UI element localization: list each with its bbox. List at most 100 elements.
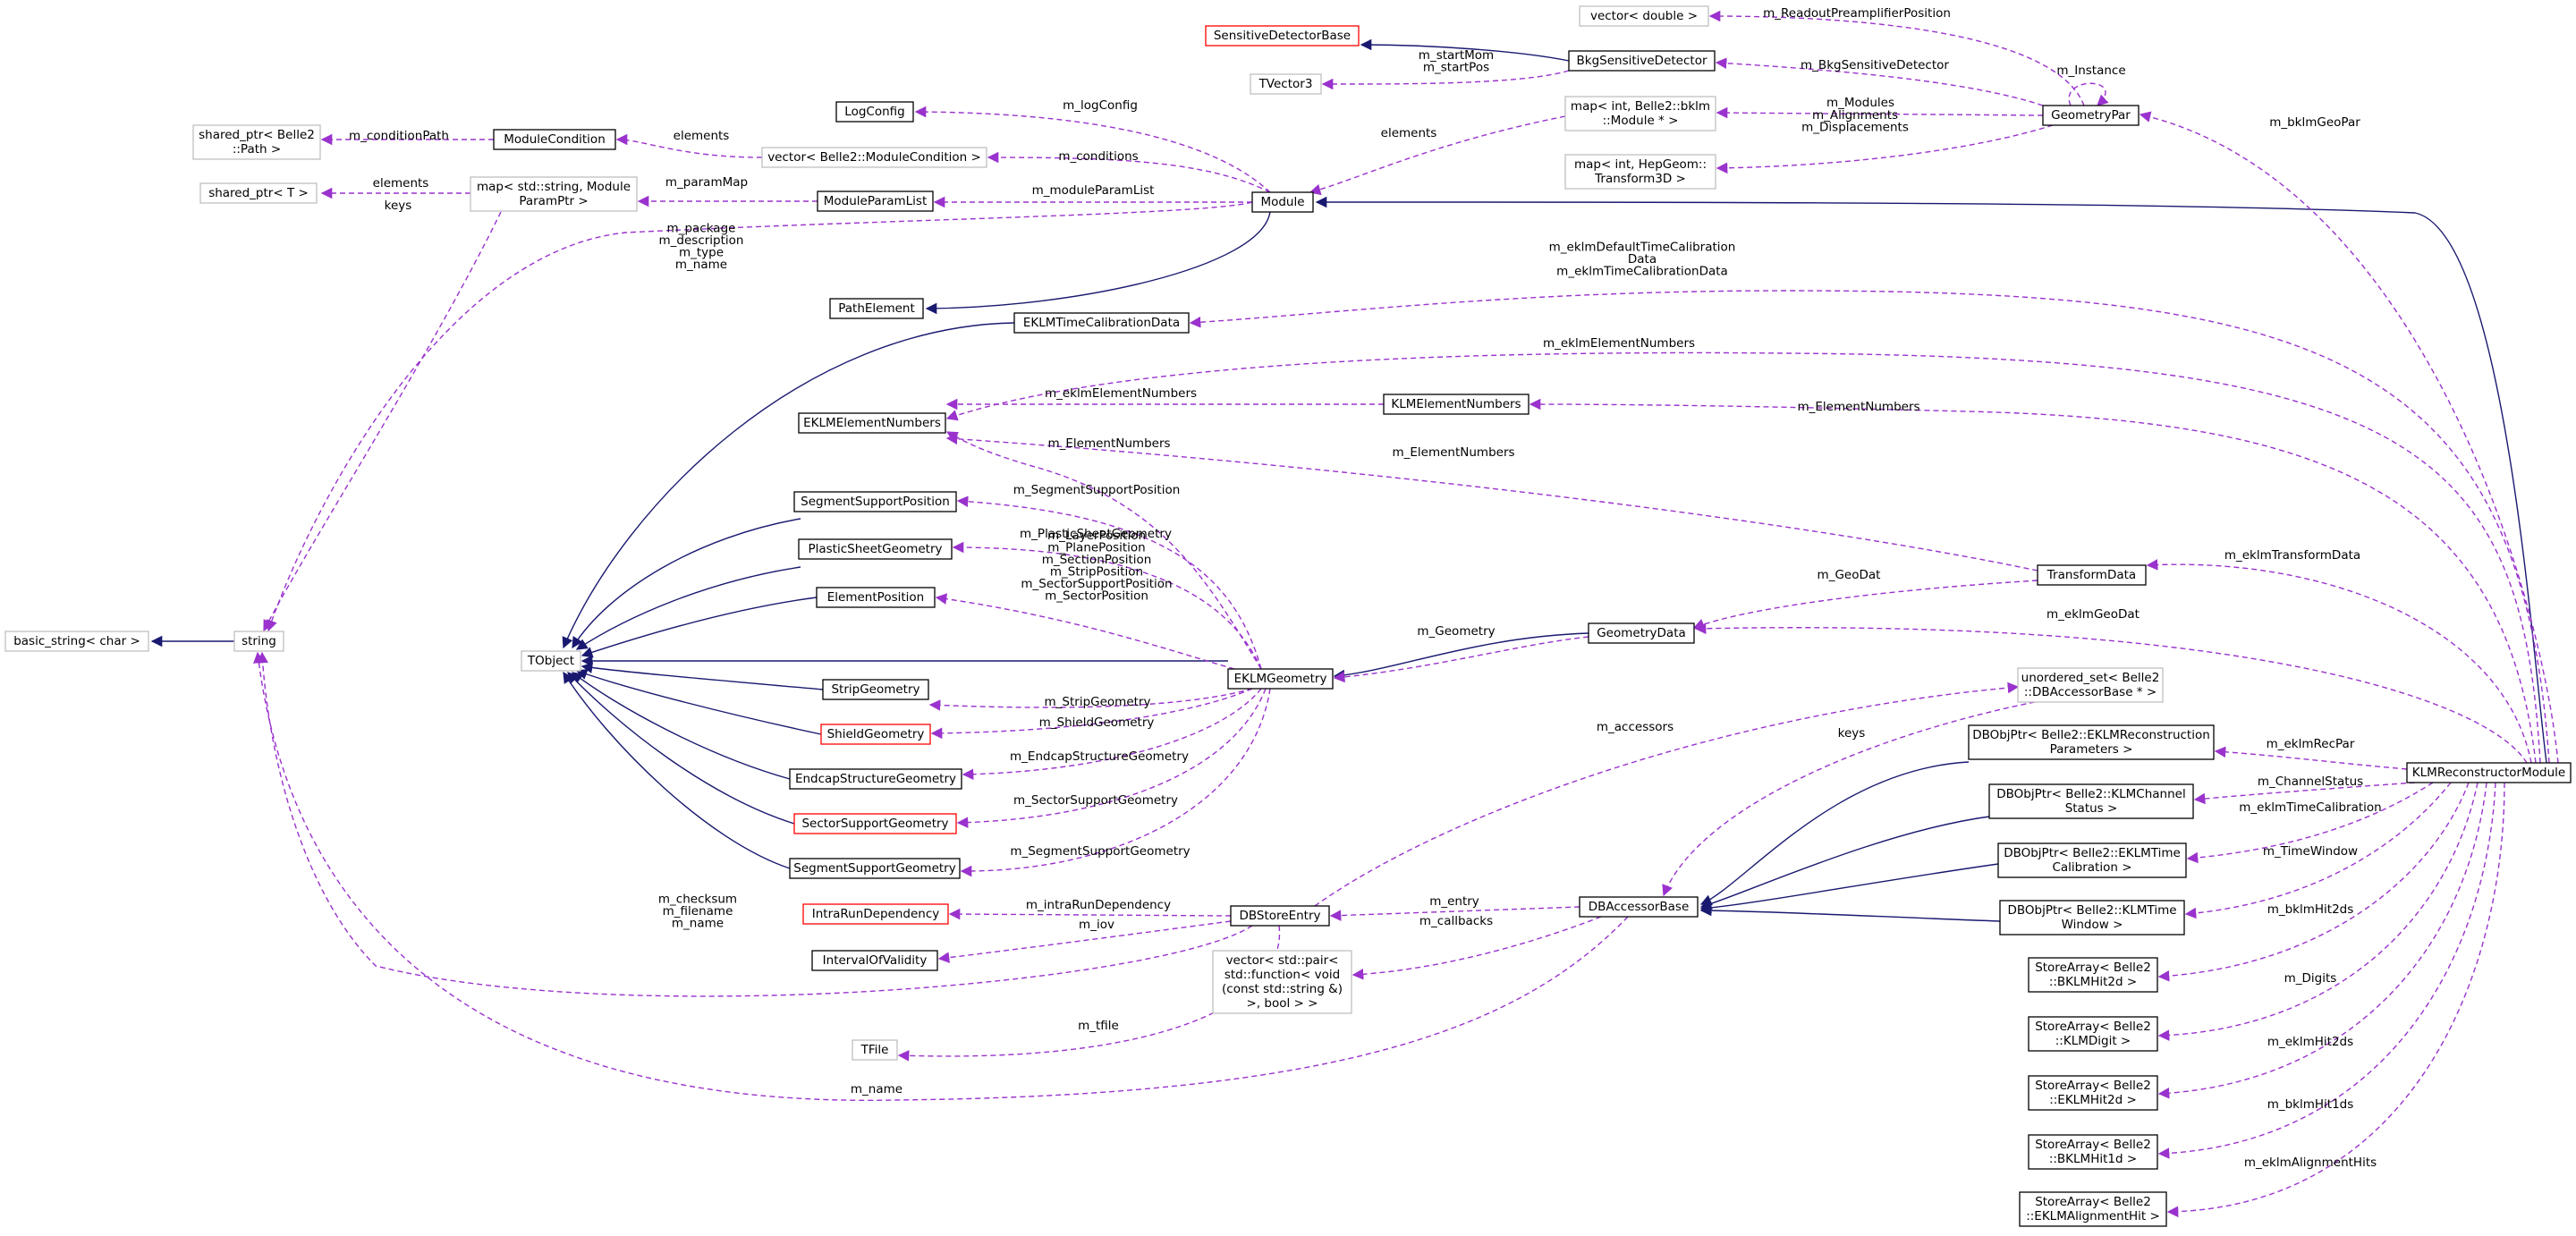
node-klm-reconstructor-module[interactable]: KLMReconstructorModule — [2406, 762, 2572, 783]
node-box[interactable] — [789, 858, 961, 879]
node-sector-support-geometry[interactable]: SectorSupportGeometry — [793, 813, 957, 834]
node-sensitive-detector-base[interactable]: SensitiveDetectorBase — [1205, 25, 1360, 47]
node-box[interactable] — [798, 412, 946, 434]
node-box[interactable] — [2028, 1075, 2158, 1111]
node-box[interactable] — [192, 124, 321, 160]
node-tvector3[interactable]: TVector3 — [1250, 73, 1322, 95]
node-element-position[interactable]: ElementPosition — [816, 587, 936, 608]
node-box[interactable] — [1988, 783, 2194, 819]
node-geometry-data[interactable]: GeometryData — [1588, 622, 1695, 644]
node-strip-geometry[interactable]: StripGeometry — [822, 679, 929, 700]
node-box[interactable] — [470, 176, 638, 212]
node-box[interactable] — [1383, 394, 1530, 415]
node-box[interactable] — [802, 903, 949, 925]
node-vector-modcond[interactable]: vector< Belle2::ModuleCondition > — [761, 147, 987, 168]
node-storearray-eklm-hit2d[interactable]: StoreArray< Belle2::EKLMHit2d > — [2028, 1075, 2158, 1111]
node-unordered-set-dbaccessor[interactable]: unordered_set< Belle2::DBAccessorBase * … — [2017, 667, 2164, 703]
node-box[interactable] — [793, 491, 957, 512]
node-box[interactable] — [2406, 762, 2572, 783]
node-box[interactable] — [1013, 312, 1190, 334]
node-eklm-time-calibration-data[interactable]: EKLMTimeCalibrationData — [1013, 312, 1190, 334]
node-dbobjptr-eklm-time[interactable]: DBObjPtr< Belle2::EKLMTimeCalibration > — [1997, 842, 2187, 878]
node-box[interactable] — [1230, 905, 1330, 927]
node-box[interactable] — [2017, 667, 2164, 703]
node-box[interactable] — [817, 190, 934, 212]
node-shield-geometry[interactable]: ShieldGeometry — [820, 724, 931, 745]
node-box[interactable] — [816, 587, 936, 608]
node-box[interactable] — [2028, 1134, 2158, 1170]
node-path-element[interactable]: PathElement — [829, 298, 924, 319]
node-box[interactable] — [1579, 896, 1699, 918]
node-box[interactable] — [820, 724, 931, 745]
node-box[interactable] — [2042, 105, 2140, 126]
node-shared-ptr-path[interactable]: shared_ptr< Belle2::Path > — [192, 124, 321, 160]
node-segment-support-position[interactable]: SegmentSupportPosition — [793, 491, 957, 512]
node-box[interactable] — [1997, 842, 2187, 878]
node-box[interactable] — [1564, 154, 1716, 190]
node-plastic-sheet-geometry[interactable]: PlasticSheetGeometry — [798, 538, 953, 560]
node-box[interactable] — [789, 768, 962, 790]
node-box[interactable] — [2019, 1191, 2167, 1227]
node-box[interactable] — [1568, 50, 1716, 72]
node-box[interactable] — [2028, 1016, 2158, 1052]
node-segment-support-geometry[interactable]: SegmentSupportGeometry — [789, 858, 961, 879]
node-box[interactable] — [1205, 25, 1360, 47]
node-box[interactable] — [761, 147, 987, 168]
node-box[interactable] — [1564, 96, 1716, 131]
node-module[interactable]: Module — [1251, 191, 1314, 213]
node-storearray-bklm-hit1d[interactable]: StoreArray< Belle2::BKLMHit1d > — [2028, 1134, 2158, 1170]
node-vector-pair-function[interactable]: vector< std::pair<std::function< void(co… — [1212, 950, 1352, 1014]
node-map-bklm-module[interactable]: map< int, Belle2::bklm::Module * > — [1564, 96, 1716, 131]
node-shared-ptr-t[interactable]: shared_ptr< T > — [199, 182, 318, 204]
node-map-transform3d[interactable]: map< int, HepGeom::Transform3D > — [1564, 154, 1716, 190]
node-log-config[interactable]: LogConfig — [835, 101, 914, 123]
node-storearray-eklm-alignment-hit[interactable]: StoreArray< Belle2::EKLMAlignmentHit > — [2019, 1191, 2167, 1227]
node-interval-of-validity[interactable]: IntervalOfValidity — [811, 950, 938, 971]
node-geometry-par[interactable]: GeometryPar — [2042, 105, 2140, 126]
node-box[interactable] — [1999, 900, 2185, 935]
node-basic-string[interactable]: basic_string< char > — [4, 631, 149, 652]
node-box[interactable] — [822, 679, 929, 700]
node-box[interactable] — [1968, 724, 2215, 760]
node-box[interactable] — [2028, 957, 2158, 993]
node-box[interactable] — [4, 631, 149, 652]
node-endcap-structure-geometry[interactable]: EndcapStructureGeometry — [789, 768, 962, 790]
node-box[interactable] — [852, 1039, 898, 1061]
node-dbobjptr-eklm-rec[interactable]: DBObjPtr< Belle2::EKLMReconstructionPara… — [1968, 724, 2215, 760]
node-storearray-klm-digit[interactable]: StoreArray< Belle2::KLMDigit > — [2028, 1016, 2158, 1052]
node-box[interactable] — [811, 950, 938, 971]
node-db-store-entry[interactable]: DBStoreEntry — [1230, 905, 1330, 927]
node-box[interactable] — [829, 298, 924, 319]
node-tfile[interactable]: TFile — [852, 1039, 898, 1061]
node-box[interactable] — [1227, 668, 1334, 690]
node-klm-element-numbers[interactable]: KLMElementNumbers — [1383, 394, 1530, 415]
node-box[interactable] — [1579, 5, 1709, 27]
node-string[interactable]: string — [233, 631, 284, 652]
node-box[interactable] — [835, 101, 914, 123]
node-eklm-geometry[interactable]: EKLMGeometry — [1227, 668, 1334, 690]
node-db-accessor-base[interactable]: DBAccessorBase — [1579, 896, 1699, 918]
node-box[interactable] — [2037, 564, 2147, 586]
node-box[interactable] — [1250, 73, 1322, 95]
node-box[interactable] — [1588, 622, 1695, 644]
node-module-condition[interactable]: ModuleCondition — [493, 129, 616, 150]
node-box[interactable] — [199, 182, 318, 204]
node-box[interactable] — [233, 631, 284, 652]
node-intra-run-dependency[interactable]: IntraRunDependency — [802, 903, 949, 925]
node-box[interactable] — [1212, 950, 1352, 1014]
node-box[interactable] — [493, 129, 616, 150]
node-module-param-list[interactable]: ModuleParamList — [817, 190, 934, 212]
node-bkg-sensitive-detector[interactable]: BkgSensitiveDetector — [1568, 50, 1716, 72]
node-vector-double[interactable]: vector< double > — [1579, 5, 1709, 27]
node-tobject[interactable]: TObject — [521, 650, 581, 672]
node-box[interactable] — [521, 650, 581, 672]
node-box[interactable] — [1251, 191, 1314, 213]
node-eklm-element-numbers[interactable]: EKLMElementNumbers — [798, 412, 946, 434]
node-transform-data[interactable]: TransformData — [2037, 564, 2147, 586]
node-box[interactable] — [798, 538, 953, 560]
node-box[interactable] — [793, 813, 957, 834]
node-storearray-bklm-hit2d[interactable]: StoreArray< Belle2::BKLMHit2d > — [2028, 957, 2158, 993]
